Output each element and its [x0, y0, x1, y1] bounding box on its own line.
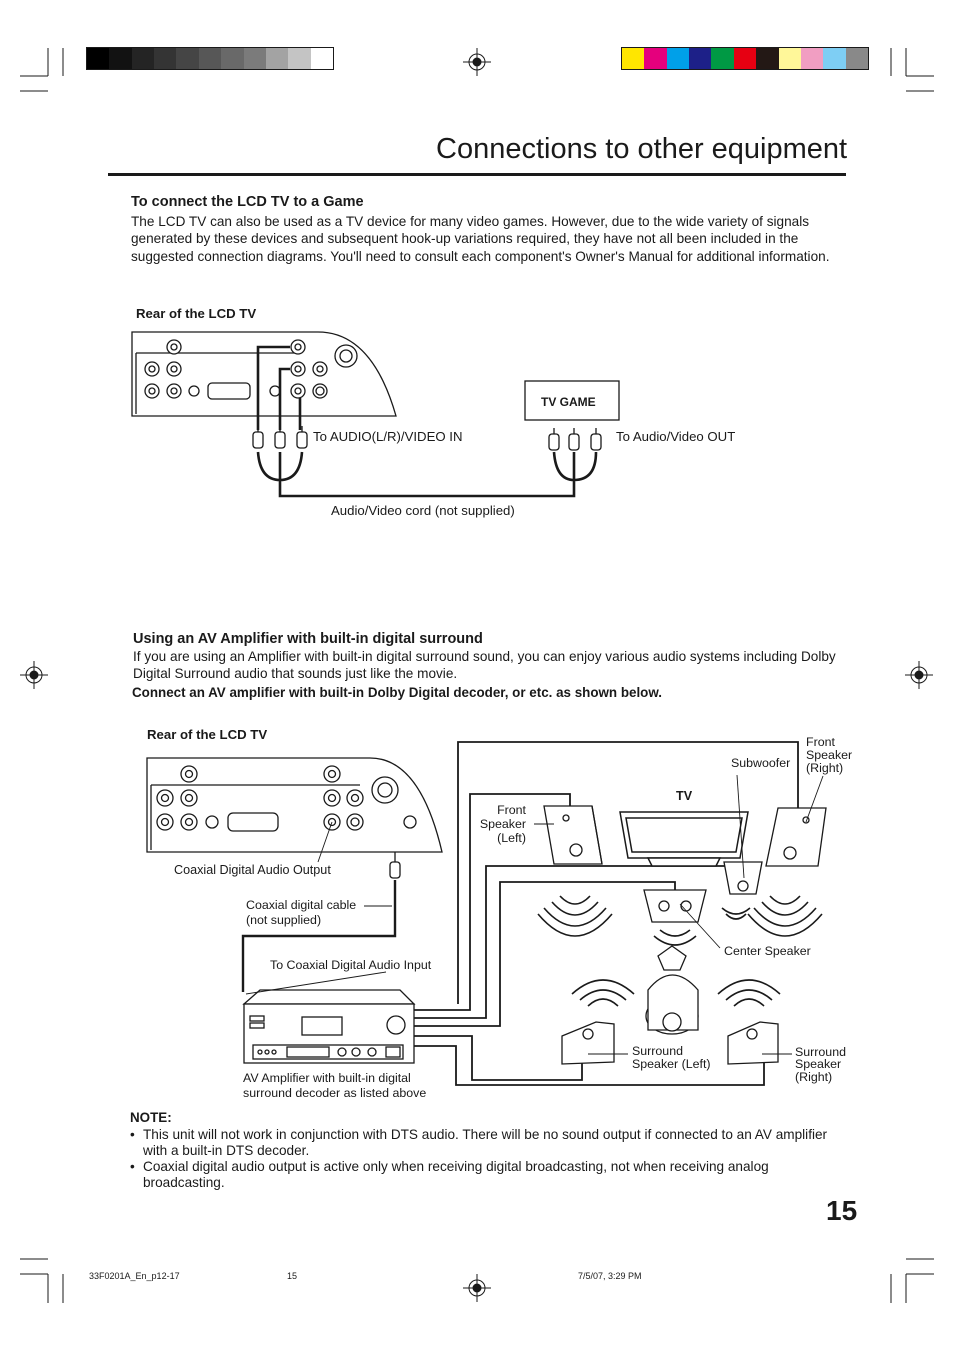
surround-left-speaker [561, 1021, 615, 1065]
note-label: NOTE: [130, 1110, 172, 1125]
gray-swatch [198, 48, 222, 69]
gray-swatch [109, 48, 132, 69]
subwoofer [723, 861, 763, 895]
surround-right-speaker [727, 1021, 779, 1065]
input-label: To AUDIO(L/R)/VIDEO IN [313, 429, 463, 444]
color-swatch [778, 48, 801, 69]
center-speaker [643, 889, 707, 923]
leader-lines [245, 774, 824, 1055]
tv-rear-panel-2 [146, 757, 443, 853]
game-box-label: TV GAME [541, 395, 596, 409]
amp-top [242, 989, 416, 1005]
speaker-wires [414, 741, 799, 1086]
surround-right-label-2: Speaker [795, 1057, 842, 1071]
front-left-label-3: (Left) [497, 831, 526, 845]
coax-cable [241, 880, 397, 992]
color-swatch [845, 48, 868, 69]
av-cord [256, 345, 598, 498]
front-left-label-1: Front [497, 803, 526, 817]
gray-swatch [265, 48, 289, 69]
color-swatch [756, 48, 779, 69]
output-label: To Audio/Video OUT [616, 429, 736, 444]
front-left-speaker [543, 805, 603, 865]
gray-swatch [131, 48, 155, 69]
plugs [252, 426, 602, 451]
gray-calibration-bar [86, 47, 334, 70]
color-swatch [689, 48, 712, 69]
section-heading-amp: Using an AV Amplifier with built-in digi… [133, 631, 483, 647]
coax-cable-label-2: (not supplied) [246, 913, 322, 927]
color-swatch [622, 48, 645, 69]
gray-swatch [87, 48, 110, 69]
note-list: This unit will not work in conjunction w… [130, 1127, 850, 1191]
gray-swatch [288, 48, 311, 69]
coax-output-label: Coaxial Digital Audio Output [174, 863, 331, 877]
cord-label: Audio/Video cord (not supplied) [331, 503, 515, 518]
note-item: This unit will not work in conjunction w… [130, 1127, 850, 1159]
coax-input-label: To Coaxial Digital Audio Input [270, 958, 432, 972]
gray-swatch [154, 48, 177, 69]
bold-instruction: Connect an AV amplifier with built-in Do… [132, 685, 662, 700]
listener-icon [645, 945, 699, 1035]
tv-label: TV [676, 789, 693, 803]
section-body-amp: If you are using an Amplifier with built… [133, 649, 836, 682]
coax-cable-label-1: Coaxial digital cable [246, 898, 357, 912]
page-number: 15 [826, 1195, 858, 1226]
front-right-speaker [765, 807, 827, 867]
section-heading-game: To connect the LCD TV to a Game [131, 194, 364, 210]
gray-swatch [221, 48, 244, 69]
page-title: Connections to other equipment [436, 133, 848, 165]
surround-right-label-1: Surround [795, 1045, 846, 1059]
surround-left-label-2: Speaker (Left) [632, 1057, 711, 1071]
registration-mark-right [905, 661, 933, 689]
footer-timestamp: 7/5/07, 3:29 PM [578, 1271, 642, 1281]
center-speaker-label: Center Speaker [724, 944, 811, 958]
tv-jacks [144, 339, 358, 400]
color-swatch [733, 48, 757, 69]
subwoofer-label: Subwoofer [731, 756, 791, 770]
front-right-label-2: Speaker [806, 748, 853, 762]
surround-right-label-3: (Right) [795, 1070, 833, 1084]
color-swatch [800, 48, 824, 69]
amp-label-2: surround decoder as listed above [243, 1086, 427, 1100]
rear-label-1: Rear of the LCD TV [136, 306, 257, 321]
color-swatch [711, 48, 734, 69]
game-box [524, 380, 620, 421]
registration-mark-left [20, 661, 48, 689]
rear-label-2: Rear of the LCD TV [147, 727, 268, 742]
gray-swatch [176, 48, 199, 69]
color-swatch [823, 48, 846, 69]
color-calibration-bar [621, 47, 869, 70]
sound-waves [537, 895, 823, 1007]
gray-swatch [310, 48, 333, 69]
front-left-label-2: Speaker [479, 817, 526, 831]
color-swatch [644, 48, 667, 69]
registration-mark-top [463, 48, 491, 76]
gray-swatch [243, 48, 266, 69]
tv-front [619, 811, 749, 867]
surround-left-label-1: Surround [632, 1044, 683, 1058]
amp-label-1: AV Amplifier with built-in digital [243, 1071, 411, 1085]
note-item: Coaxial digital audio output is active o… [130, 1159, 850, 1191]
color-swatch [666, 48, 690, 69]
footer-file: 33F0201A_En_p12-17 [89, 1271, 180, 1281]
title-rule [108, 173, 846, 176]
speakers [543, 805, 827, 1065]
registration-mark-bottom [463, 1274, 491, 1302]
section-body-game: The LCD TV can also be used as a TV devi… [131, 214, 830, 264]
front-right-label-3: (Right) [806, 761, 844, 775]
footer-page: 15 [287, 1271, 298, 1281]
front-right-label-1: Front [806, 735, 835, 749]
